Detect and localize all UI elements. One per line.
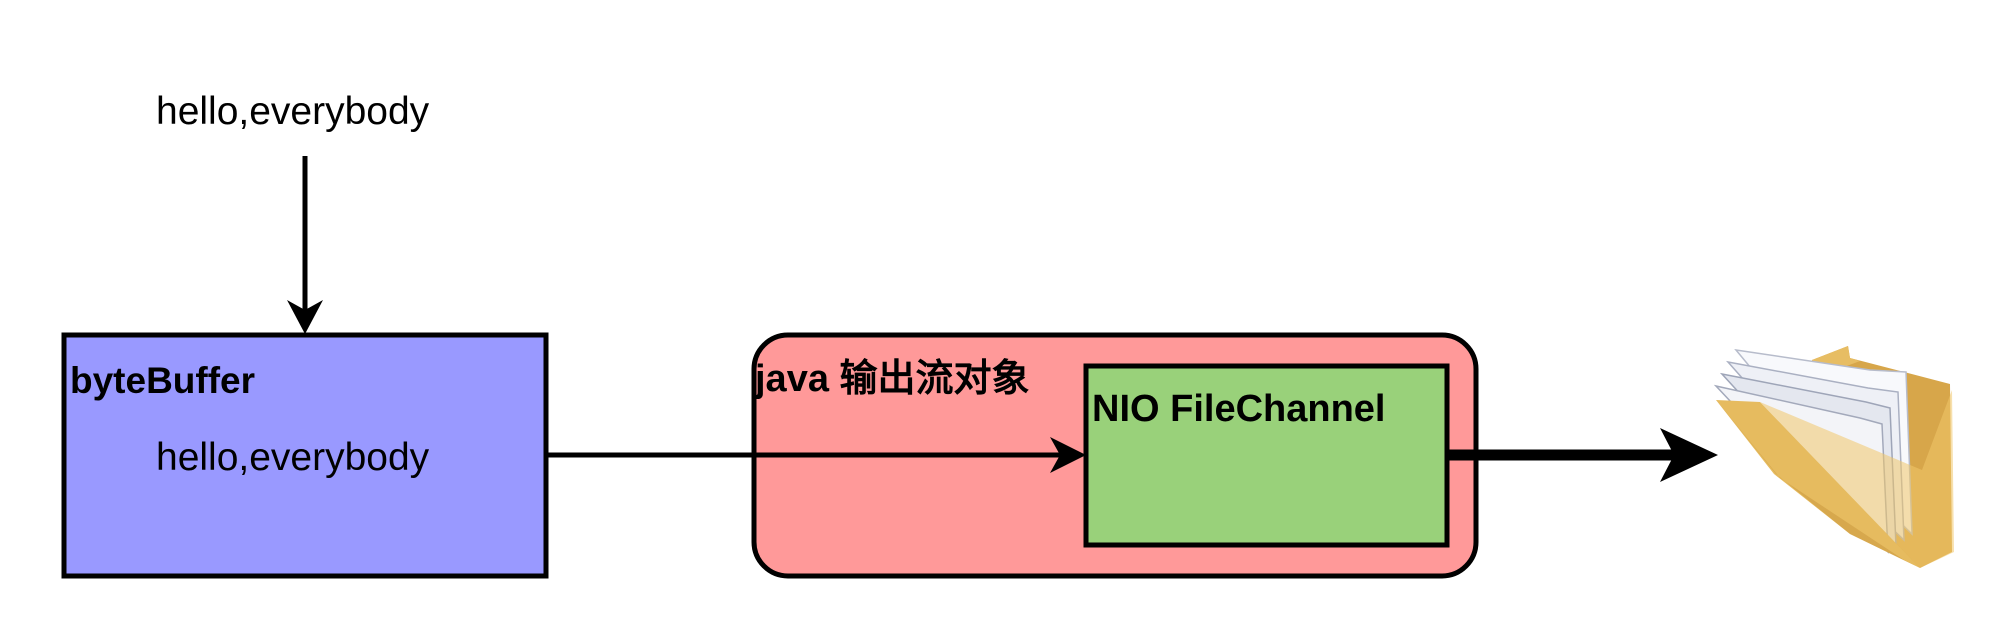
- file-channel-box: [1083, 363, 1450, 548]
- arrow-input-to-buffer: [287, 156, 323, 334]
- file-channel-title: NIO FileChannel: [1092, 388, 1386, 430]
- byte-buffer-title: byteBuffer: [70, 360, 256, 401]
- arrow-channel-to-file: [1449, 428, 1718, 482]
- output-stream-title: java 输出流对象: [755, 358, 1030, 400]
- byte-buffer-content: hello,everybody: [156, 436, 430, 479]
- input-text-label: hello,everybody: [156, 90, 430, 133]
- arrow-buffer-to-channel: [548, 437, 1086, 473]
- byte-buffer-box: [61, 332, 549, 579]
- folder-with-documents-icon: [1713, 346, 1954, 568]
